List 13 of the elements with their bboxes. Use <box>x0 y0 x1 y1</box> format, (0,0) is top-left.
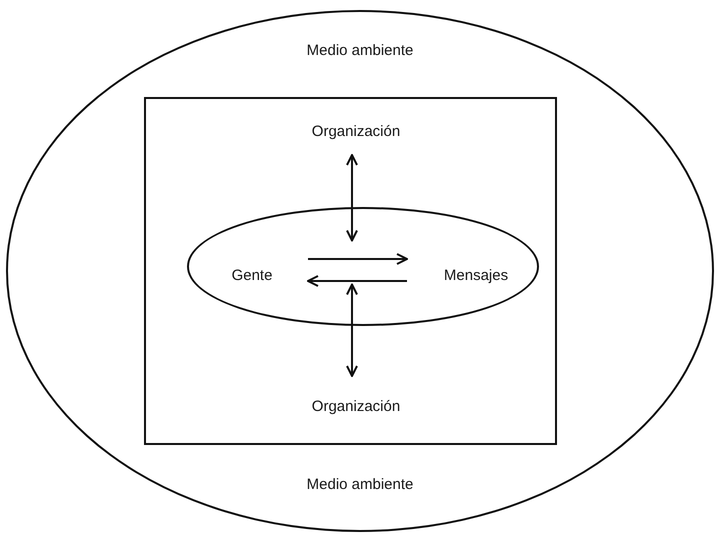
arrow <box>308 253 408 265</box>
node-label: Gente <box>218 264 286 288</box>
region-label: Medio ambiente <box>306 41 414 61</box>
arrow <box>307 275 407 287</box>
node-label: Mensajes <box>426 264 526 288</box>
arrow <box>346 154 358 242</box>
rectangle-frame <box>144 97 557 445</box>
ellipse <box>187 207 539 326</box>
node-label: Organización <box>294 119 418 145</box>
node-label: Organización <box>294 394 418 420</box>
ellipse <box>6 10 714 532</box>
arrow <box>346 284 358 377</box>
region-label: Medio ambiente <box>306 474 414 494</box>
